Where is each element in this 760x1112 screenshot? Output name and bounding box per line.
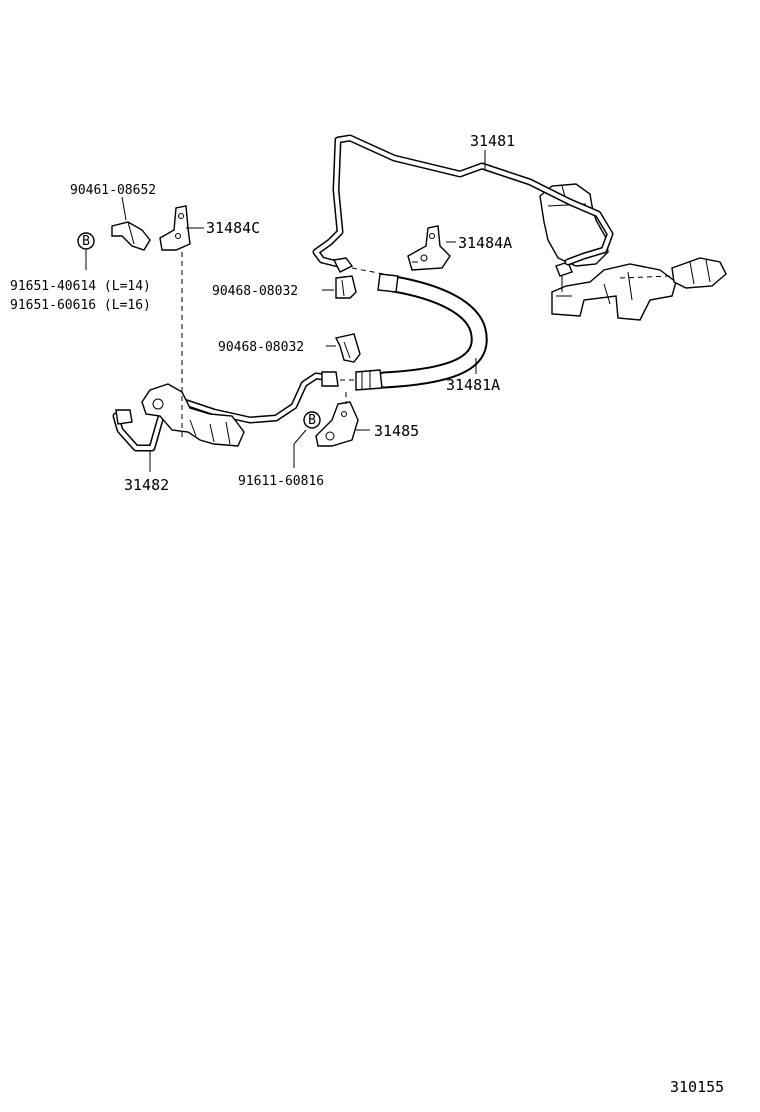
clutch-release-cylinder xyxy=(141,383,245,447)
hose-31481a xyxy=(355,273,488,391)
label-90461-08652: 90461-08652 xyxy=(70,183,156,198)
bracket-31484c xyxy=(159,205,191,251)
bracket-31485 xyxy=(315,401,359,447)
clutch-master-cylinder xyxy=(539,183,727,321)
connection-line xyxy=(351,267,395,277)
label-90468-upper: 90468-08032 xyxy=(212,284,298,299)
label-31484a: 31484A xyxy=(458,234,512,252)
bracket-31484a xyxy=(407,225,451,271)
bolt-b-right-icon: B xyxy=(303,411,321,429)
label-31485: 31485 xyxy=(374,422,419,440)
label-90468-lower: 90468-08032 xyxy=(218,340,304,355)
figure-number: 310155 xyxy=(670,1078,724,1096)
label-31481: 31481 xyxy=(470,132,515,150)
label-31482: 31482 xyxy=(124,476,169,494)
pipe-31481 xyxy=(312,134,614,273)
label-91611-60816: 91611-60816 xyxy=(238,474,324,489)
pipe-31482 xyxy=(112,371,339,452)
clamp-90461 xyxy=(111,221,151,251)
clip-90468-upper xyxy=(335,275,357,299)
leader-lines xyxy=(85,150,486,472)
label-31481a: 31481A xyxy=(446,376,500,394)
bolt-b-left-icon: B xyxy=(77,232,95,250)
label-91651-l16: 91651-60616 (L=16) xyxy=(10,298,151,313)
bolt-b-left-code: B xyxy=(82,234,90,249)
clip-90468-lower xyxy=(334,333,361,363)
label-91651-l14: 91651-40614 (L=14) xyxy=(10,279,151,294)
label-31484c: 31484C xyxy=(206,219,260,237)
bolt-b-right-code: B xyxy=(308,413,316,428)
